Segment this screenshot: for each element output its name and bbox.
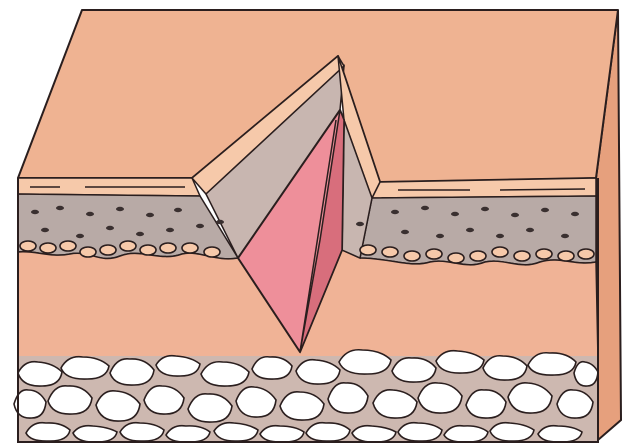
basal-cell — [40, 243, 56, 253]
dermis-dot — [116, 207, 124, 211]
bone-cell — [392, 358, 436, 382]
dermis-dot — [174, 208, 182, 212]
dermis-dot — [466, 228, 474, 232]
basal-cell — [20, 241, 36, 251]
basal-cell — [120, 241, 136, 251]
basal-cell — [448, 253, 464, 263]
basal-cell — [578, 249, 594, 259]
dermis-dot — [481, 207, 489, 211]
basal-cell — [360, 245, 376, 255]
dermis-dot — [451, 212, 459, 216]
bone-cell — [120, 423, 164, 441]
bone-cell — [188, 394, 232, 422]
basal-cell — [514, 251, 530, 261]
dermis-dot — [41, 228, 49, 232]
basal-cell — [492, 247, 508, 257]
dermis-dot — [436, 234, 444, 238]
basal-cell — [426, 249, 442, 259]
bone-cell — [26, 423, 70, 441]
bone-cell — [538, 426, 582, 442]
bone-cell — [48, 386, 92, 414]
bone-cell — [466, 390, 506, 418]
dermis-dot — [31, 210, 39, 214]
dermis-dot — [146, 213, 154, 217]
basal-cell — [80, 247, 96, 257]
bone-cell — [306, 423, 350, 441]
bone-cell — [260, 426, 304, 442]
dermis-dot — [166, 228, 174, 232]
bone-cell — [110, 359, 154, 385]
bone-cell — [528, 353, 576, 375]
basal-cell — [404, 251, 420, 261]
bone-cell — [444, 426, 488, 442]
bone-cell — [398, 423, 442, 441]
dermis-dot — [526, 228, 534, 232]
dermis-dot — [196, 224, 204, 228]
basal-cell — [182, 243, 198, 253]
bone-cell — [252, 357, 292, 379]
dermis-dot — [216, 220, 224, 224]
basal-cell — [100, 245, 116, 255]
dermis-dot — [136, 232, 144, 236]
dermis-dot — [76, 234, 84, 238]
dermis-dot — [561, 234, 569, 238]
basal-cell — [60, 241, 76, 251]
dermis-dot — [401, 230, 409, 234]
bone-cell — [166, 426, 210, 442]
dermis-dot — [86, 212, 94, 216]
basal-cell — [536, 249, 552, 259]
bone-cell — [328, 383, 368, 413]
basal-cell — [382, 247, 398, 257]
basal-cell — [160, 243, 176, 253]
dermis-dot — [496, 234, 504, 238]
dermis-dot — [421, 206, 429, 210]
dermis-dot — [391, 210, 399, 214]
basal-cell — [558, 251, 574, 261]
dermis-dot — [356, 222, 364, 226]
dermis-dot — [571, 212, 579, 216]
dermis-dot — [541, 208, 549, 212]
dermis-dot — [511, 213, 519, 217]
dermis-dot — [106, 226, 114, 230]
basal-cell — [470, 251, 486, 261]
dermis-dot — [56, 206, 64, 210]
basal-cell — [140, 245, 156, 255]
basal-cell — [204, 247, 220, 257]
epidermis-right — [372, 178, 596, 198]
